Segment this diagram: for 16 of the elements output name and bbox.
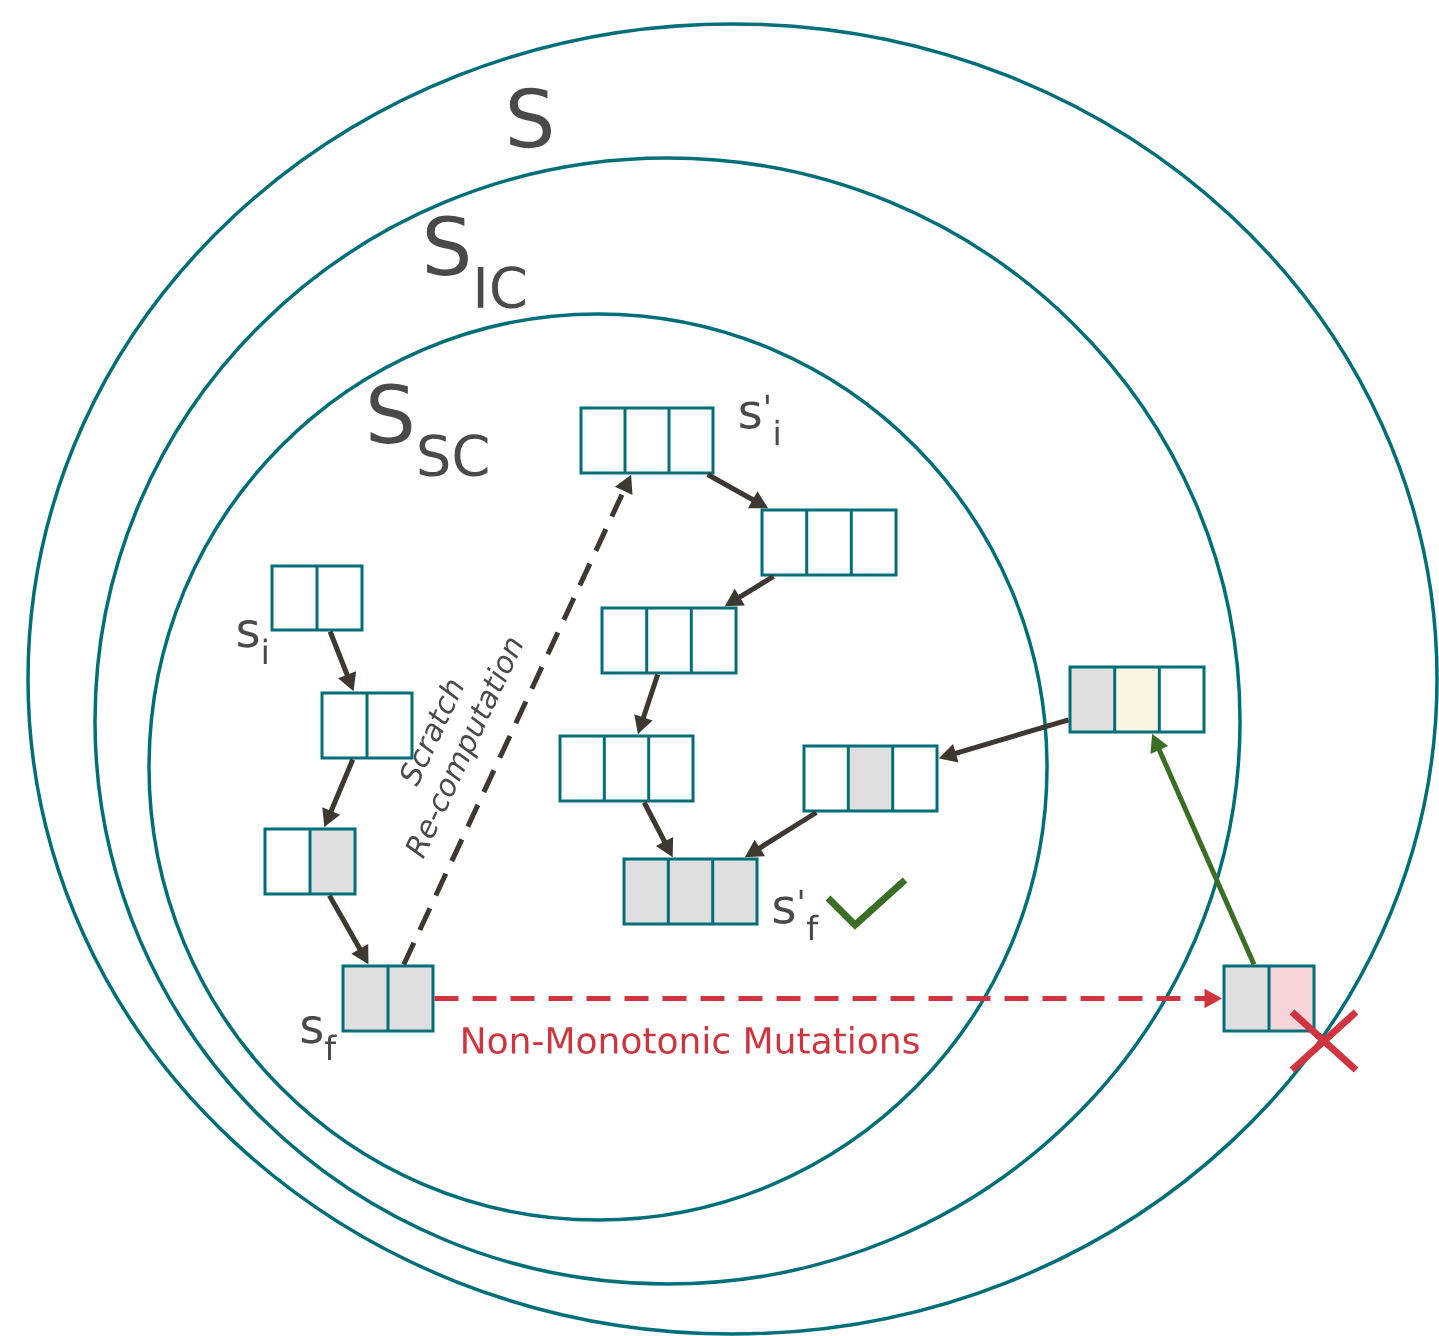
edge-label: Non-Monotonic Mutations: [457, 1024, 923, 1056]
state-box: [341, 964, 435, 1033]
state-box: [802, 744, 939, 813]
state-box: [622, 857, 759, 926]
state-box: [263, 827, 357, 896]
state-label: s$_{f}$: [301, 1016, 337, 1060]
state-label: s$_{i}$: [238, 620, 267, 664]
state-label: s$^{'}$f: [774, 889, 819, 941]
state-box: [760, 508, 898, 577]
state-box: [558, 734, 695, 803]
state-box: [270, 564, 364, 632]
state-box: [1222, 964, 1316, 1033]
state-box: [1068, 665, 1206, 734]
state-box: [600, 606, 738, 675]
state-box: [579, 406, 715, 475]
state-label: s$^{'}$i: [740, 394, 779, 446]
